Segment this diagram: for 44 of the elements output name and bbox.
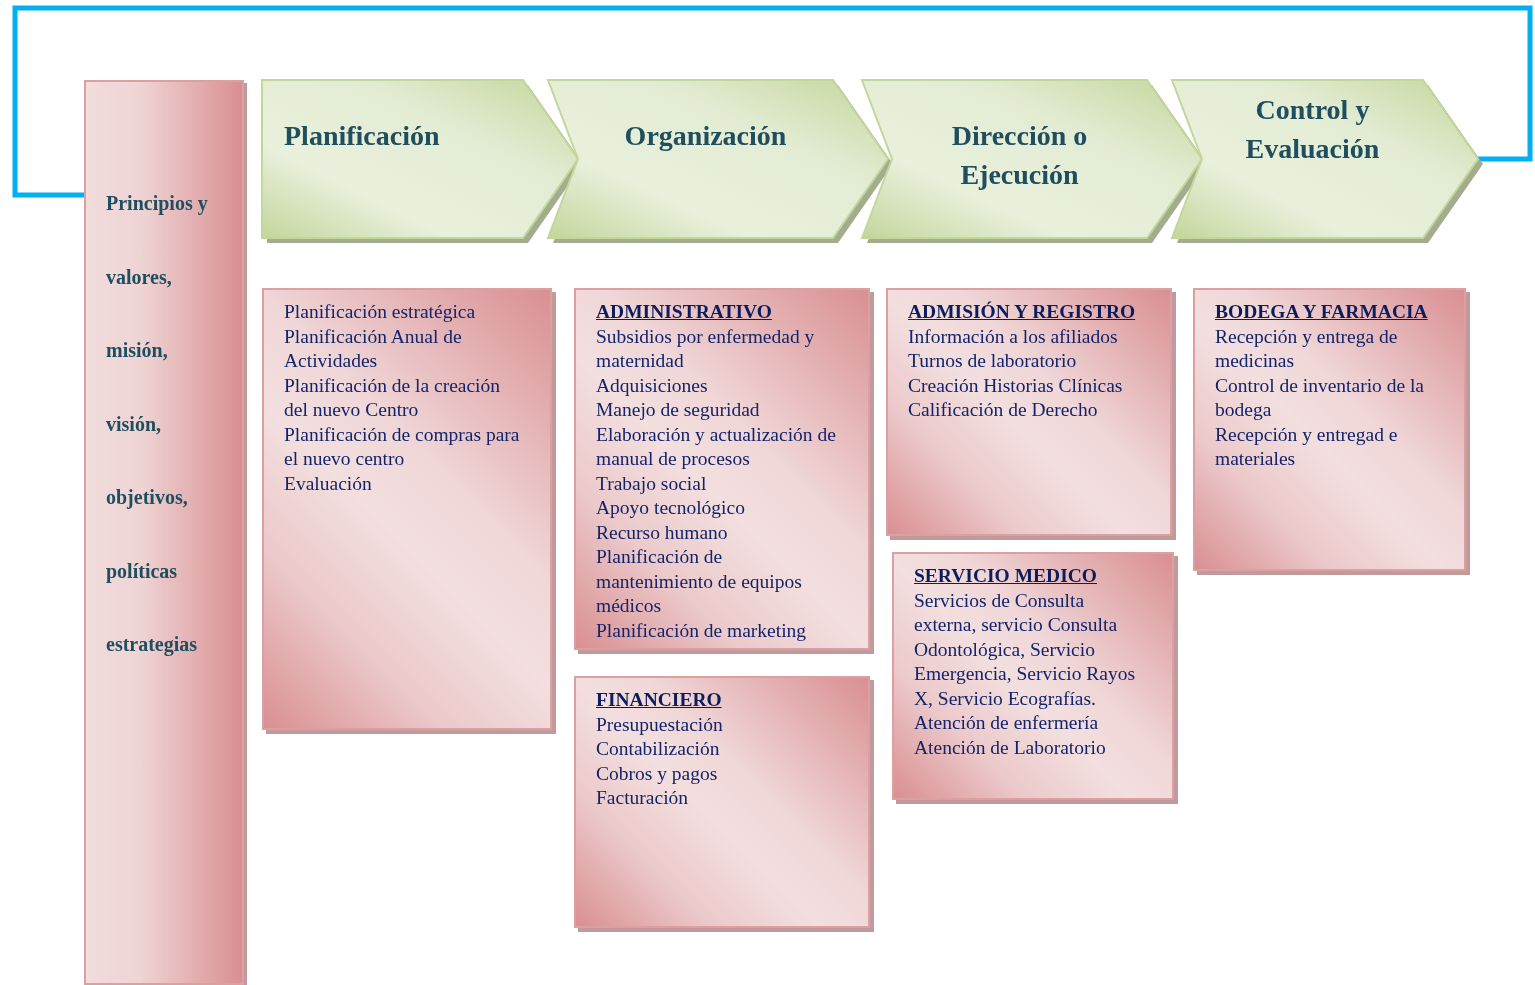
stage-title: Dirección o Ejecución [950,119,1089,192]
list-item: Recepción y entregad e materiales [1215,422,1399,471]
list-item: Calificación de Derecho [908,398,1099,422]
card-heading: SERVICIO MEDICO [914,564,1098,588]
column-text: Principios y [106,192,209,217]
list-item: Trabajo social [596,471,708,496]
values-column [84,80,244,985]
column-text: misión, [106,339,169,363]
card-heading: ADMINISTRATIVO [596,300,773,324]
column-text: estrategias [106,633,199,658]
list-item: Adquisiciones [596,373,709,398]
list-item: Cobros y pagos [596,761,719,786]
list-item: Planificación de compras para el nuevo centro [284,422,520,471]
list-item: Atención de Laboratorio [914,735,1107,760]
list-item: Evaluación [284,471,373,496]
card-heading: FINANCIERO [596,688,723,712]
list-item: Recepción y entrega de medicinas [1215,324,1399,373]
list-item: Planificación Anual de Actividades [284,324,463,373]
list-item: Planificación de marketing [596,618,808,643]
list-item: Subsidios por enfermedad y maternidad [596,324,816,373]
list-item: Apoyo tecnológico [596,496,746,520]
list-item: Elaboración y actualización de manual de procesos [596,422,837,471]
list-item: Planificación de mantenimiento de equipos médicos [596,545,803,618]
stage-title: Control y Evaluación [1244,93,1381,166]
list-item: Presupuestación [596,712,724,737]
stage-title: Organización [623,119,788,153]
column-text: visión, [106,412,163,437]
list-item: Turnos de laboratorio [908,349,1078,373]
list-item: Creación Historias Clínicas [908,373,1124,398]
list-item: Recurso humano [596,520,729,545]
column-text: políticas [106,559,179,585]
column-text: objetivos, [106,486,189,511]
list-item: Planificación estratégica [284,300,477,324]
column-text: valores, [106,265,173,290]
card-heading: ADMISIÓN Y REGISTRO [908,300,1137,324]
list-item: Facturación [596,786,690,810]
list-item: Servicios de Consulta externa, servicio Consulta Odontológica, Servicio Emergencia, Servicio Rayos X, Servicio Ecografías. [914,588,1137,711]
list-item: Manejo de seguridad [596,398,761,422]
list-item: Contabilización [596,737,721,761]
list-item: Información a los afiliados [908,324,1119,349]
card-heading: BODEGA Y FARMACIA [1215,300,1429,324]
list-item: Control de inventario de la bodega [1215,373,1426,422]
list-item: Planificación de la creación del nuevo Centro [284,373,501,422]
list-item: Atención de enfermería [914,711,1100,735]
